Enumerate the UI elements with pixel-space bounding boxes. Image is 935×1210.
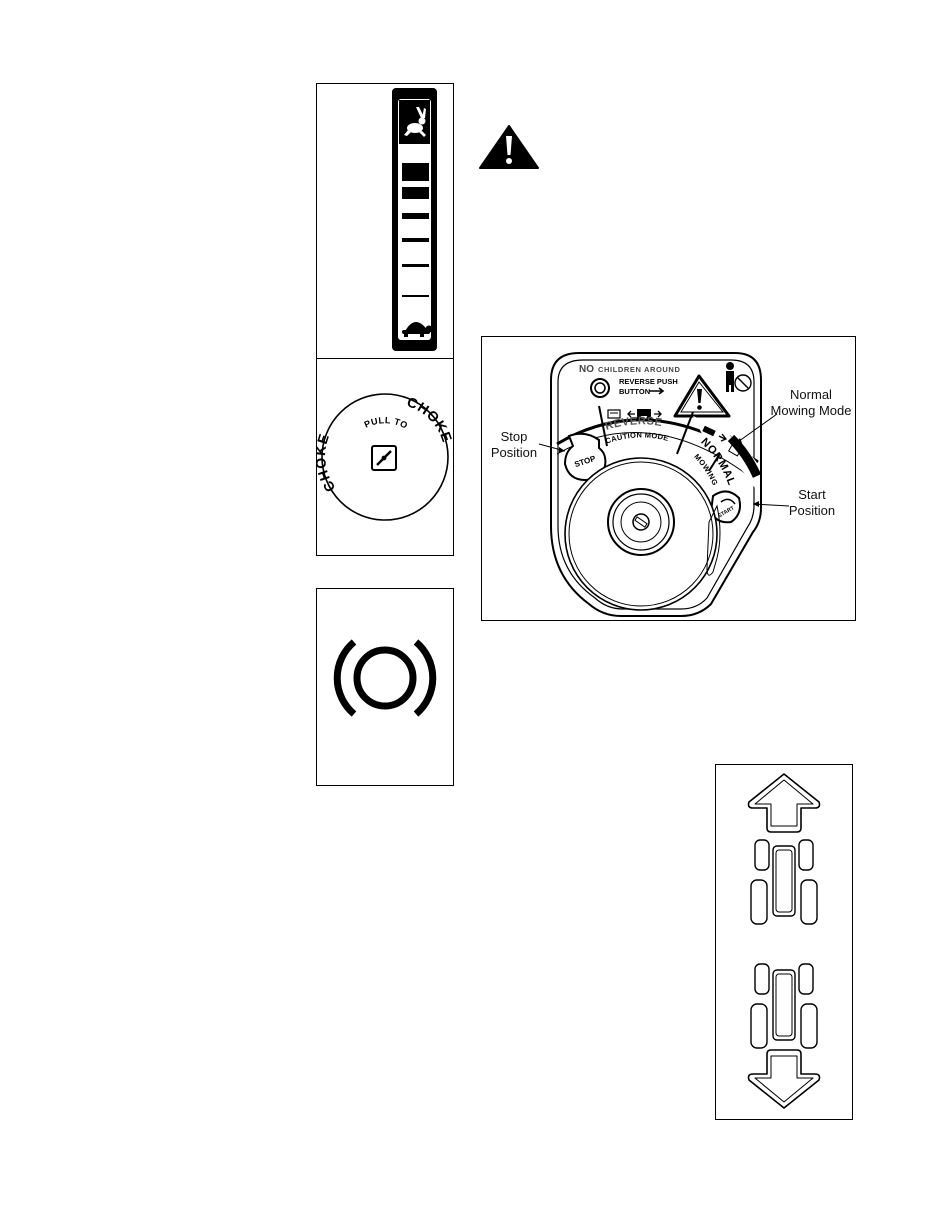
ignition-switch-figure: NO CHILDREN AROUND REVERSE PUSH BUTTON (481, 336, 856, 621)
choke-knob: CHOKE PULL TO CHOKE (316, 393, 454, 521)
start-position-callout: Start Position (788, 487, 836, 518)
reverse-push-button[interactable] (590, 378, 610, 398)
ignition-key-cylinder[interactable] (564, 457, 718, 611)
throttle-decal-panel (316, 83, 454, 360)
stop-position-callout: Stop Position (490, 429, 538, 460)
choke-symbol-icon (371, 445, 397, 471)
no-children-person-icon (726, 362, 752, 392)
reverse-push-button-label: BUTTON (619, 387, 650, 396)
ignition-switch-panel: NO CHILDREN AROUND REVERSE PUSH BUTTON (538, 352, 790, 617)
stop-callout-line (538, 443, 566, 453)
forward-arrow-icon (747, 773, 821, 833)
turtle-icon (402, 321, 433, 337)
pto-blade-engage-icon (333, 639, 437, 717)
warning-triangle-icon (673, 374, 731, 418)
panel-header-children-around: CHILDREN AROUND (598, 365, 680, 374)
reverse-arrow-icon (747, 1049, 821, 1109)
pto-decal-panel (316, 588, 454, 786)
forward-tractor-outline (750, 839, 818, 925)
right-arrow-icon (649, 387, 665, 395)
reverse-mower-icon (607, 409, 662, 421)
start-callout-line (752, 501, 790, 507)
drive-pedal-decal-panel (715, 764, 853, 1120)
normal-mowing-mode-callout: Normal Mowing Mode (770, 387, 852, 418)
panel-header-no: NO (579, 364, 594, 375)
normal-callout-line (734, 413, 778, 445)
rabbit-icon (404, 107, 426, 137)
warning-triangle-icon (479, 125, 539, 169)
throttle-scale (392, 88, 437, 351)
normal-mowing-icon (702, 425, 743, 457)
choke-decal-panel: CHOKE PULL TO CHOKE (316, 358, 454, 556)
reverse-push-label: REVERSE PUSH (619, 377, 678, 386)
reverse-tractor-outline (750, 963, 818, 1049)
drive-pedal-diagram (747, 773, 821, 1109)
